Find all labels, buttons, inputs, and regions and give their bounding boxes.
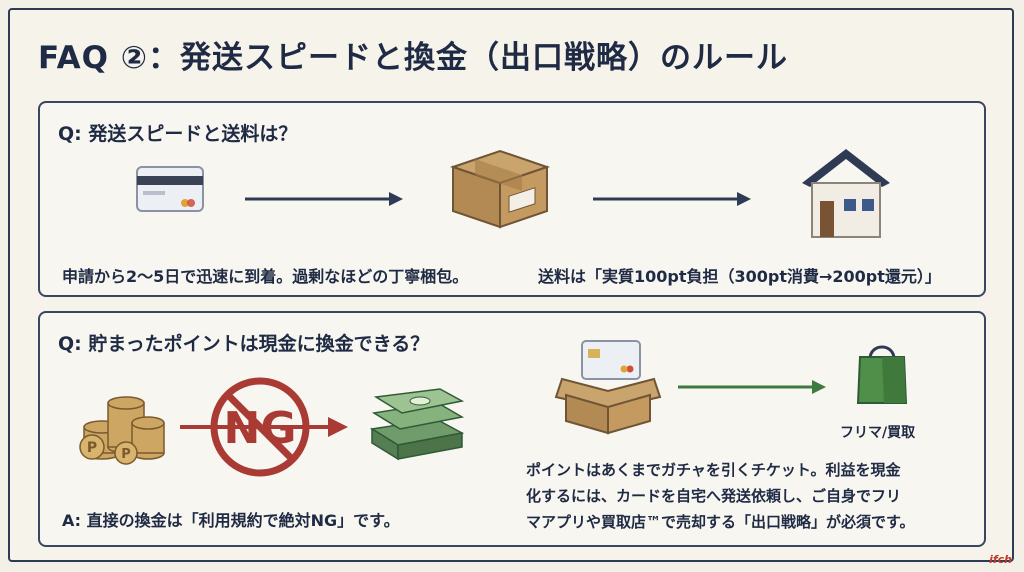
open-box-card-icon <box>554 340 662 435</box>
cashout-explanation: ポイントはあくまでガチャを引くチケット。利益を現金 化するには、カードを自宅へ発… <box>526 457 915 535</box>
question-cashout: Q: 貯まったポイントは現金に換金できる？ <box>58 333 430 355</box>
credit-card-icon <box>136 166 204 212</box>
question-shipping: Q: 発送スピードと送料は？ <box>58 123 298 145</box>
faq-panel-shipping: Q: 発送スピードと送料は？ 申請から2〜5日で迅速に到着。過剰なほどの丁寧梱包… <box>38 101 986 297</box>
answer-shipping-fee: 送料は「実質100pt負担（300pt消費→200pt還元）」 <box>538 267 941 286</box>
brand-logo: ifch <box>989 553 1012 566</box>
explanation-line: マアプリや買取店™で売却する「出口戦略」が必須です。 <box>526 513 915 531</box>
prohibited-ng-icon: NG <box>180 377 348 477</box>
explanation-line: ポイントはあくまでガチャを引くチケット。利益を現金 <box>526 461 901 479</box>
page-title: FAQ ②：発送スピードと換金（出口戦略）のルール <box>38 40 789 76</box>
arrow-right-icon <box>678 380 826 394</box>
coin-stack-icon: P P <box>79 396 165 465</box>
faq-panel-cashout: Q: 貯まったポイントは現金に換金できる？ P P NG <box>38 311 986 547</box>
shipping-box-icon <box>449 149 551 229</box>
resale-label: フリマ/買取 <box>840 425 916 441</box>
arrow-right-icon <box>245 192 403 206</box>
answer-cashout-ng: A: 直接の換金は「利用規約で絶対NG」です。 <box>62 511 400 530</box>
ng-label: NG <box>224 403 297 454</box>
explanation-line: 化するには、カードを自宅へ発送依頼し、ご自身でフリ <box>526 487 902 505</box>
house-icon <box>802 149 890 238</box>
answer-shipping-speed: 申請から2〜5日で迅速に到着。過剰なほどの丁寧梱包。 <box>62 267 469 286</box>
arrow-right-icon <box>593 192 751 206</box>
cash-bundle-icon <box>369 388 465 461</box>
shopping-bag-icon <box>856 345 908 404</box>
coin-label: P <box>87 440 97 456</box>
coin-label: P <box>121 447 131 462</box>
